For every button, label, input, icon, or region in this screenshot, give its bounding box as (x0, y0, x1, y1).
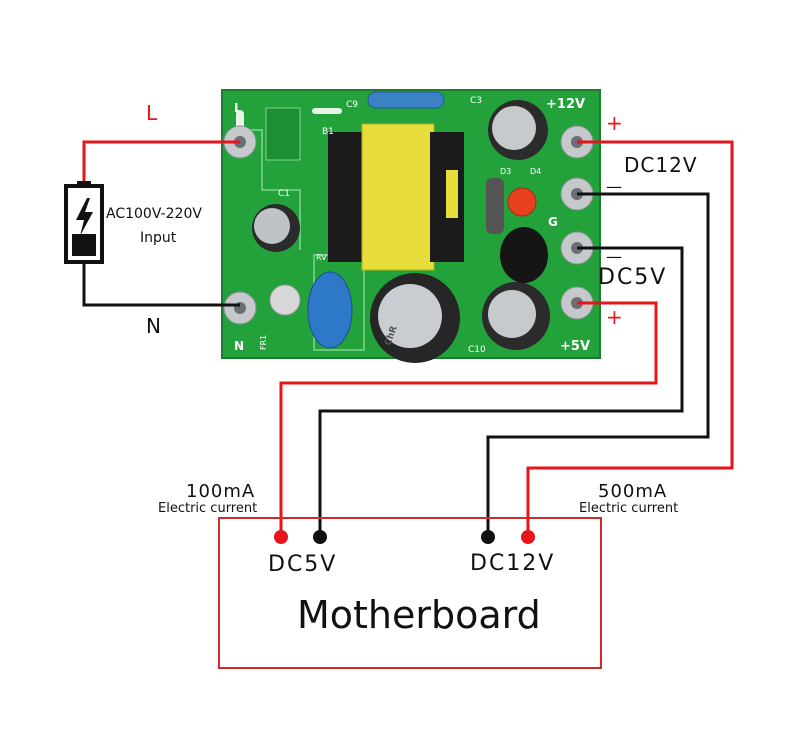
battery-charge-level (72, 234, 96, 256)
wire-5v-minus (318, 246, 684, 535)
label-l: L (146, 101, 158, 125)
current-left-caption: Electric current (158, 501, 257, 516)
silk-c10: C10 (468, 345, 486, 355)
silk-n: N (234, 339, 244, 353)
regulator (500, 227, 548, 283)
silk-fr1: FR1 (259, 335, 268, 350)
wire-neutral (82, 262, 240, 307)
ac-input-wiring: L N AC100V-220V Input (64, 101, 240, 338)
input-voltage: AC100V-220V (106, 206, 202, 222)
motherboard-port-12v: DC12V (470, 551, 555, 576)
pcb-pad-area (265, 107, 301, 161)
current-right-caption: Electric current (579, 501, 678, 516)
silk-d4: D4 (530, 167, 541, 176)
fr1-fuse (269, 284, 301, 316)
dc12v-minus-sign: — (606, 177, 622, 196)
wire-12v-plus (526, 140, 734, 535)
pcb-slot (312, 108, 342, 114)
input-caption: Input (140, 230, 177, 246)
wire-5v-plus (279, 301, 658, 535)
dc5v-plus-sign: + (606, 305, 623, 329)
silk-c1: C1 (278, 189, 290, 199)
silk-b1: B1 (322, 127, 334, 137)
lightning-icon (76, 198, 93, 236)
terminal-n (223, 291, 257, 325)
dc12v-plus-sign: + (606, 111, 623, 135)
c10-capacitor-top (488, 290, 536, 338)
dot-5v-plus (274, 530, 288, 544)
output-wiring: + — DC12V — DC5V + (274, 111, 734, 544)
wire-live (82, 140, 240, 185)
dot-12v-plus (521, 530, 535, 544)
bulk-capacitor-top (378, 284, 442, 348)
transformer-tab (446, 170, 458, 218)
current-left-value: 100mA (186, 481, 255, 502)
dc5v-label: DC5V (598, 265, 667, 290)
silk-c9: C9 (346, 100, 358, 110)
motherboard-port-5v: DC5V (268, 552, 337, 577)
transformer-bobbin (361, 123, 435, 271)
dot-12v-minus (481, 530, 495, 544)
motherboard-border (218, 517, 602, 669)
silk-rv: RV (316, 253, 327, 262)
silk-trace (232, 129, 301, 250)
silk-12v: +12V (546, 97, 585, 112)
silk-g: G (548, 215, 558, 229)
silk-d3: D3 (500, 167, 511, 176)
varistor-blue (307, 271, 353, 349)
label-n: N (146, 314, 161, 338)
current-right-value: 500mA (598, 481, 667, 502)
motherboard-title: Motherboard (297, 593, 541, 637)
silk-5v: +5V (560, 339, 590, 354)
transformer-core-left (328, 132, 362, 262)
dc12v-label: DC12V (624, 153, 698, 177)
indicator-led (507, 187, 537, 217)
power-module-board: L N G +12V +5V C1 C3 C9 C10 B1 D3 D4 FR1… (221, 89, 601, 363)
diode (486, 178, 504, 234)
c1-capacitor-top (254, 208, 290, 244)
wire-12v-minus (486, 192, 710, 535)
c9-capacitor (367, 91, 445, 109)
silk-l: L (234, 101, 242, 115)
c3-capacitor-top (492, 106, 536, 150)
motherboard-box: DC5V DC12V Motherboard (218, 517, 602, 669)
silk-c3: C3 (470, 96, 482, 106)
dc5v-minus-sign: — (606, 247, 622, 266)
dot-5v-minus (313, 530, 327, 544)
